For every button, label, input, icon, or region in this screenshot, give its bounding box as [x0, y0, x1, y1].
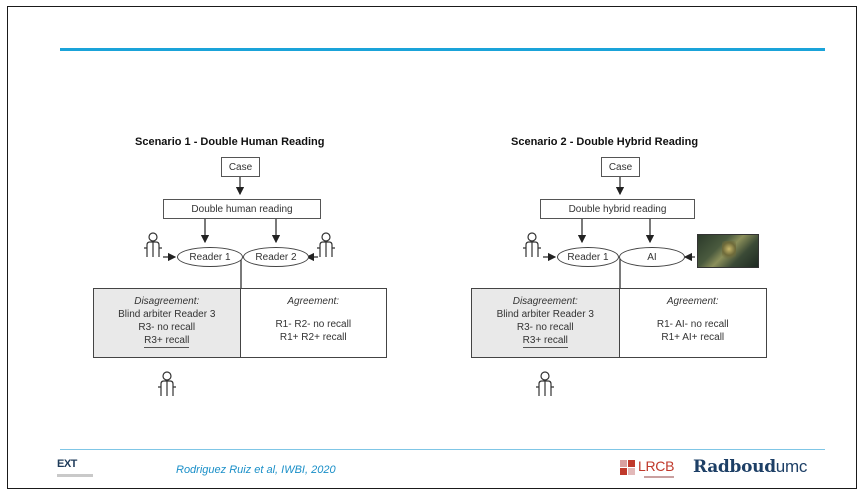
- scenario1-agreement-cell: Agreement: R1- R2- no recall R1+ R2+ rec…: [241, 289, 387, 357]
- ai-robot-photo: [697, 234, 759, 268]
- disagreement-line: R3+ recall: [522, 335, 568, 348]
- agreement-header: Agreement:: [666, 296, 719, 307]
- scenario1-case-box: Case: [221, 157, 260, 177]
- disagreement-line: R3- no recall: [138, 322, 196, 333]
- scenario2-case-box: Case: [601, 157, 640, 177]
- agreement-header: Agreement:: [287, 296, 340, 307]
- scenario1-reader-b-oval: Reader 2: [243, 247, 309, 267]
- agreement-line: R1- AI- no recall: [656, 319, 729, 330]
- disagreement-line: R3- no recall: [516, 322, 574, 333]
- person-icon: [158, 371, 176, 396]
- scenario1-disagreement-cell: Disagreement: Blind arbiter Reader 3 R3-…: [94, 289, 241, 357]
- disagreement-line: Blind arbiter Reader 3: [118, 309, 216, 320]
- person-icon: [523, 232, 541, 257]
- ext-logo: EXT: [57, 458, 97, 477]
- bottom-accent-rule: [60, 449, 825, 450]
- radboud-logo-text: Radboud: [693, 457, 776, 477]
- scenario2-agreement-cell: Agreement: R1- AI- no recall R1+ AI+ rec…: [620, 289, 767, 357]
- scenario2-connectors: [543, 177, 695, 288]
- disagreement-line: Blind arbiter Reader 3: [496, 309, 594, 320]
- scenario2-reading-box: Double hybrid reading: [540, 199, 695, 219]
- agreement-line: R1+ AI+ recall: [661, 332, 725, 343]
- disagreement-header: Disagreement:: [512, 296, 578, 307]
- scenario1-connectors: [163, 177, 318, 288]
- scenario1-reader-a-oval: Reader 1: [177, 247, 243, 267]
- scenario2-title: Scenario 2 - Double Hybrid Reading: [511, 136, 699, 148]
- scenario1-title: Scenario 1 - Double Human Reading: [135, 136, 325, 148]
- agreement-line: R1+ R2+ recall: [279, 332, 347, 343]
- scenario2-outcome-table: Disagreement: Blind arbiter Reader 3 R3-…: [471, 288, 767, 358]
- ext-logo-text: EXT: [57, 458, 77, 470]
- person-icon: [144, 232, 162, 257]
- citation-text: Rodriguez Ruiz et al, IWBI, 2020: [176, 464, 336, 476]
- agreement-line: R1- R2- no recall: [275, 319, 352, 330]
- disagreement-header: Disagreement:: [134, 296, 200, 307]
- scenario2-reader-a-oval: Reader 1: [557, 247, 619, 267]
- radboud-umc-logo: Radboudumc: [693, 457, 807, 477]
- scenario1-outcome-table: Disagreement: Blind arbiter Reader 3 R3-…: [93, 288, 387, 358]
- lrcb-mark-icon: [620, 460, 635, 475]
- scenario2-ai-oval: AI: [619, 247, 685, 267]
- radboud-logo-suffix: umc: [775, 457, 808, 476]
- disagreement-line: R3+ recall: [144, 335, 190, 348]
- scenario1-reading-box: Double human reading: [163, 199, 321, 219]
- lrcb-logo-text: LRCB: [638, 458, 675, 474]
- scenario2-disagreement-cell: Disagreement: Blind arbiter Reader 3 R3-…: [472, 289, 620, 357]
- top-accent-rule: [60, 48, 825, 51]
- person-icon: [536, 371, 554, 396]
- lrcb-logo: LRCB: [620, 458, 690, 480]
- person-icon: [317, 232, 335, 257]
